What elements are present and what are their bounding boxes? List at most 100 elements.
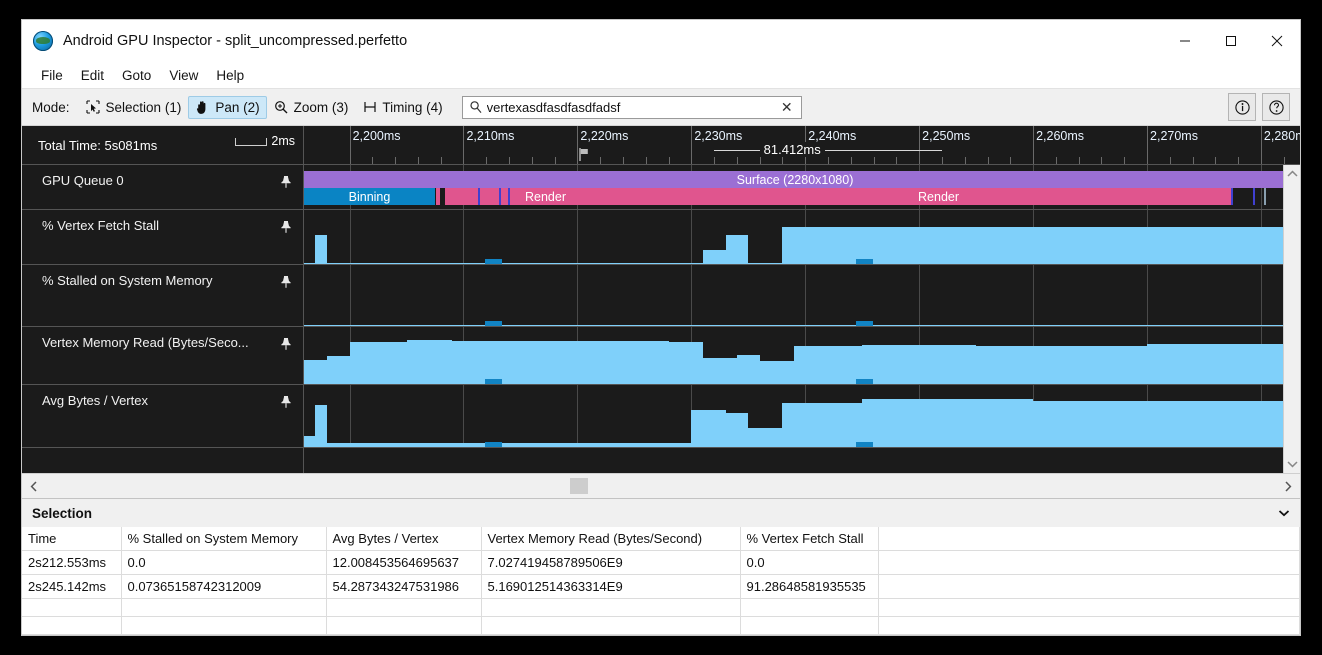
slice-binning[interactable]: Binning	[304, 188, 435, 205]
slice-marker-4[interactable]	[1253, 188, 1255, 205]
table-column-header[interactable]: Avg Bytes / Vertex	[326, 527, 481, 551]
counter-bar	[452, 341, 668, 384]
track-label-row[interactable]: % Stalled on System Memory	[22, 265, 303, 327]
ruler-minor-tick	[669, 157, 670, 164]
search-input[interactable]: vertexasdfasdfasdfadsf ✕	[462, 96, 802, 119]
horizontal-scrollbar-thumb[interactable]	[570, 478, 588, 494]
track-content-area[interactable]: Surface (2280x1080)Binning RenderRender	[304, 165, 1300, 473]
table-row[interactable]: 2s245.142ms0.0736515874231200954.2873432…	[22, 575, 1300, 599]
horizontal-scrollbar[interactable]	[22, 473, 1300, 498]
ruler-minor-tick	[714, 157, 715, 164]
track-content-row[interactable]	[304, 385, 1300, 448]
selection-marker[interactable]	[856, 442, 873, 447]
track-content-row[interactable]	[304, 327, 1300, 385]
track-content-row[interactable]: Surface (2280x1080)Binning RenderRender	[304, 165, 1300, 210]
table-body: 2s212.553ms0.012.0084535646956377.027419…	[22, 551, 1300, 635]
pin-icon[interactable]	[280, 220, 292, 234]
minimize-icon[interactable]	[1162, 20, 1208, 62]
table-column-header[interactable]: % Vertex Fetch Stall	[740, 527, 878, 551]
menu-item-help[interactable]: Help	[207, 66, 253, 85]
slice-render-2[interactable]: Render	[646, 188, 1232, 205]
selection-marker[interactable]	[856, 321, 873, 326]
slice-marker-1[interactable]	[499, 188, 501, 205]
flag-marker[interactable]	[579, 148, 590, 161]
ruler-minor-tick	[1101, 157, 1102, 164]
mode-button-zoom[interactable]: Zoom (3)	[267, 96, 356, 119]
track-content-row[interactable]	[304, 265, 1300, 327]
pin-icon[interactable]	[280, 175, 292, 189]
ruler-minor-tick	[851, 157, 852, 164]
menu-item-view[interactable]: View	[160, 66, 207, 85]
ruler-minor-tick	[760, 157, 761, 164]
track-label-text: % Vertex Fetch Stall	[42, 218, 159, 233]
selection-marker[interactable]	[485, 321, 502, 326]
title-bar: Android GPU Inspector - split_uncompress…	[22, 20, 1300, 62]
table-column-header[interactable]	[878, 527, 1300, 551]
close-icon[interactable]	[1254, 20, 1300, 62]
table-cell	[121, 599, 326, 617]
mode-label: Mode:	[32, 100, 70, 115]
pin-icon[interactable]	[280, 337, 292, 351]
info-icon[interactable]	[1228, 93, 1256, 121]
chevron-up-icon[interactable]	[1284, 165, 1300, 183]
counter-bar	[782, 403, 862, 447]
table-row[interactable]	[22, 617, 1300, 635]
slice-surface[interactable]: Surface (2280x1080)	[304, 171, 1286, 188]
table-column-header[interactable]: Vertex Memory Read (Bytes/Second)	[481, 527, 740, 551]
table-cell	[878, 599, 1300, 617]
slice-marker-2[interactable]	[508, 188, 510, 205]
track-label-row[interactable]: Vertex Memory Read (Bytes/Seco...	[22, 327, 303, 385]
ruler-ticks[interactable]: 2,200ms2,210ms2,220ms2,230ms2,240ms2,250…	[304, 126, 1300, 164]
maximize-icon[interactable]	[1208, 20, 1254, 62]
ruler-minor-tick	[441, 157, 442, 164]
track-label-row[interactable]: % Vertex Fetch Stall	[22, 210, 303, 265]
selection-marker[interactable]	[856, 259, 873, 264]
pin-icon[interactable]	[280, 275, 292, 289]
ruler-tick-label: 2,230ms	[691, 129, 742, 143]
selection-marker[interactable]	[485, 379, 502, 384]
track-content-row[interactable]	[304, 210, 1300, 265]
counter-bar	[1033, 401, 1284, 447]
help-icon[interactable]	[1262, 93, 1290, 121]
ruler-minor-tick	[509, 157, 510, 164]
menu-item-goto[interactable]: Goto	[113, 66, 160, 85]
mode-button-pan[interactable]: Pan (2)	[188, 96, 266, 119]
slice-render-small[interactable]	[436, 188, 440, 205]
selection-header[interactable]: Selection	[22, 499, 1300, 527]
chevron-down-icon[interactable]	[1278, 504, 1290, 522]
track-label-row[interactable]: Avg Bytes / Vertex	[22, 385, 303, 448]
selection-marker[interactable]	[485, 442, 502, 447]
chevron-down-icon[interactable]	[1284, 455, 1300, 473]
ruler-tick-label: 2,240ms	[805, 129, 856, 143]
mode-button-selection[interactable]: Selection (1)	[79, 96, 189, 119]
counter-bar	[794, 346, 862, 384]
menu-item-edit[interactable]: Edit	[72, 66, 113, 85]
ruler-minor-tick	[828, 157, 829, 164]
pin-icon[interactable]	[280, 395, 292, 409]
ruler-minor-tick	[486, 157, 487, 164]
timing-icon	[362, 100, 377, 115]
clear-search-icon[interactable]: ✕	[779, 100, 795, 114]
table-row[interactable]: 2s212.553ms0.012.0084535646956377.027419…	[22, 551, 1300, 575]
counter-bar	[1147, 344, 1284, 384]
slice-marker-5[interactable]	[1264, 188, 1266, 205]
table-column-header[interactable]: Time	[22, 527, 121, 551]
table-row[interactable]	[22, 599, 1300, 617]
slice-render-1[interactable]: Render	[445, 188, 646, 205]
slice-marker-3[interactable]	[1231, 188, 1233, 205]
table-cell: 0.0	[121, 551, 326, 575]
vertical-scrollbar[interactable]	[1283, 165, 1300, 473]
ruler-tick-label: 2,280ms	[1261, 129, 1300, 143]
search-value[interactable]: vertexasdfasdfasdfadsf	[487, 100, 779, 115]
chevron-left-icon[interactable]	[22, 481, 46, 492]
track-label-row[interactable]: GPU Queue 0	[22, 165, 303, 210]
slice-marker-0[interactable]	[478, 188, 480, 205]
selection-marker[interactable]	[856, 379, 873, 384]
chevron-right-icon[interactable]	[1276, 481, 1300, 492]
selection-marker[interactable]	[485, 259, 502, 264]
menu-item-file[interactable]: File	[32, 66, 72, 85]
mode-button-timing[interactable]: Timing (4)	[355, 96, 449, 119]
table-column-header[interactable]: % Stalled on System Memory	[121, 527, 326, 551]
counter-bar	[304, 360, 327, 384]
grid-line	[463, 210, 464, 264]
